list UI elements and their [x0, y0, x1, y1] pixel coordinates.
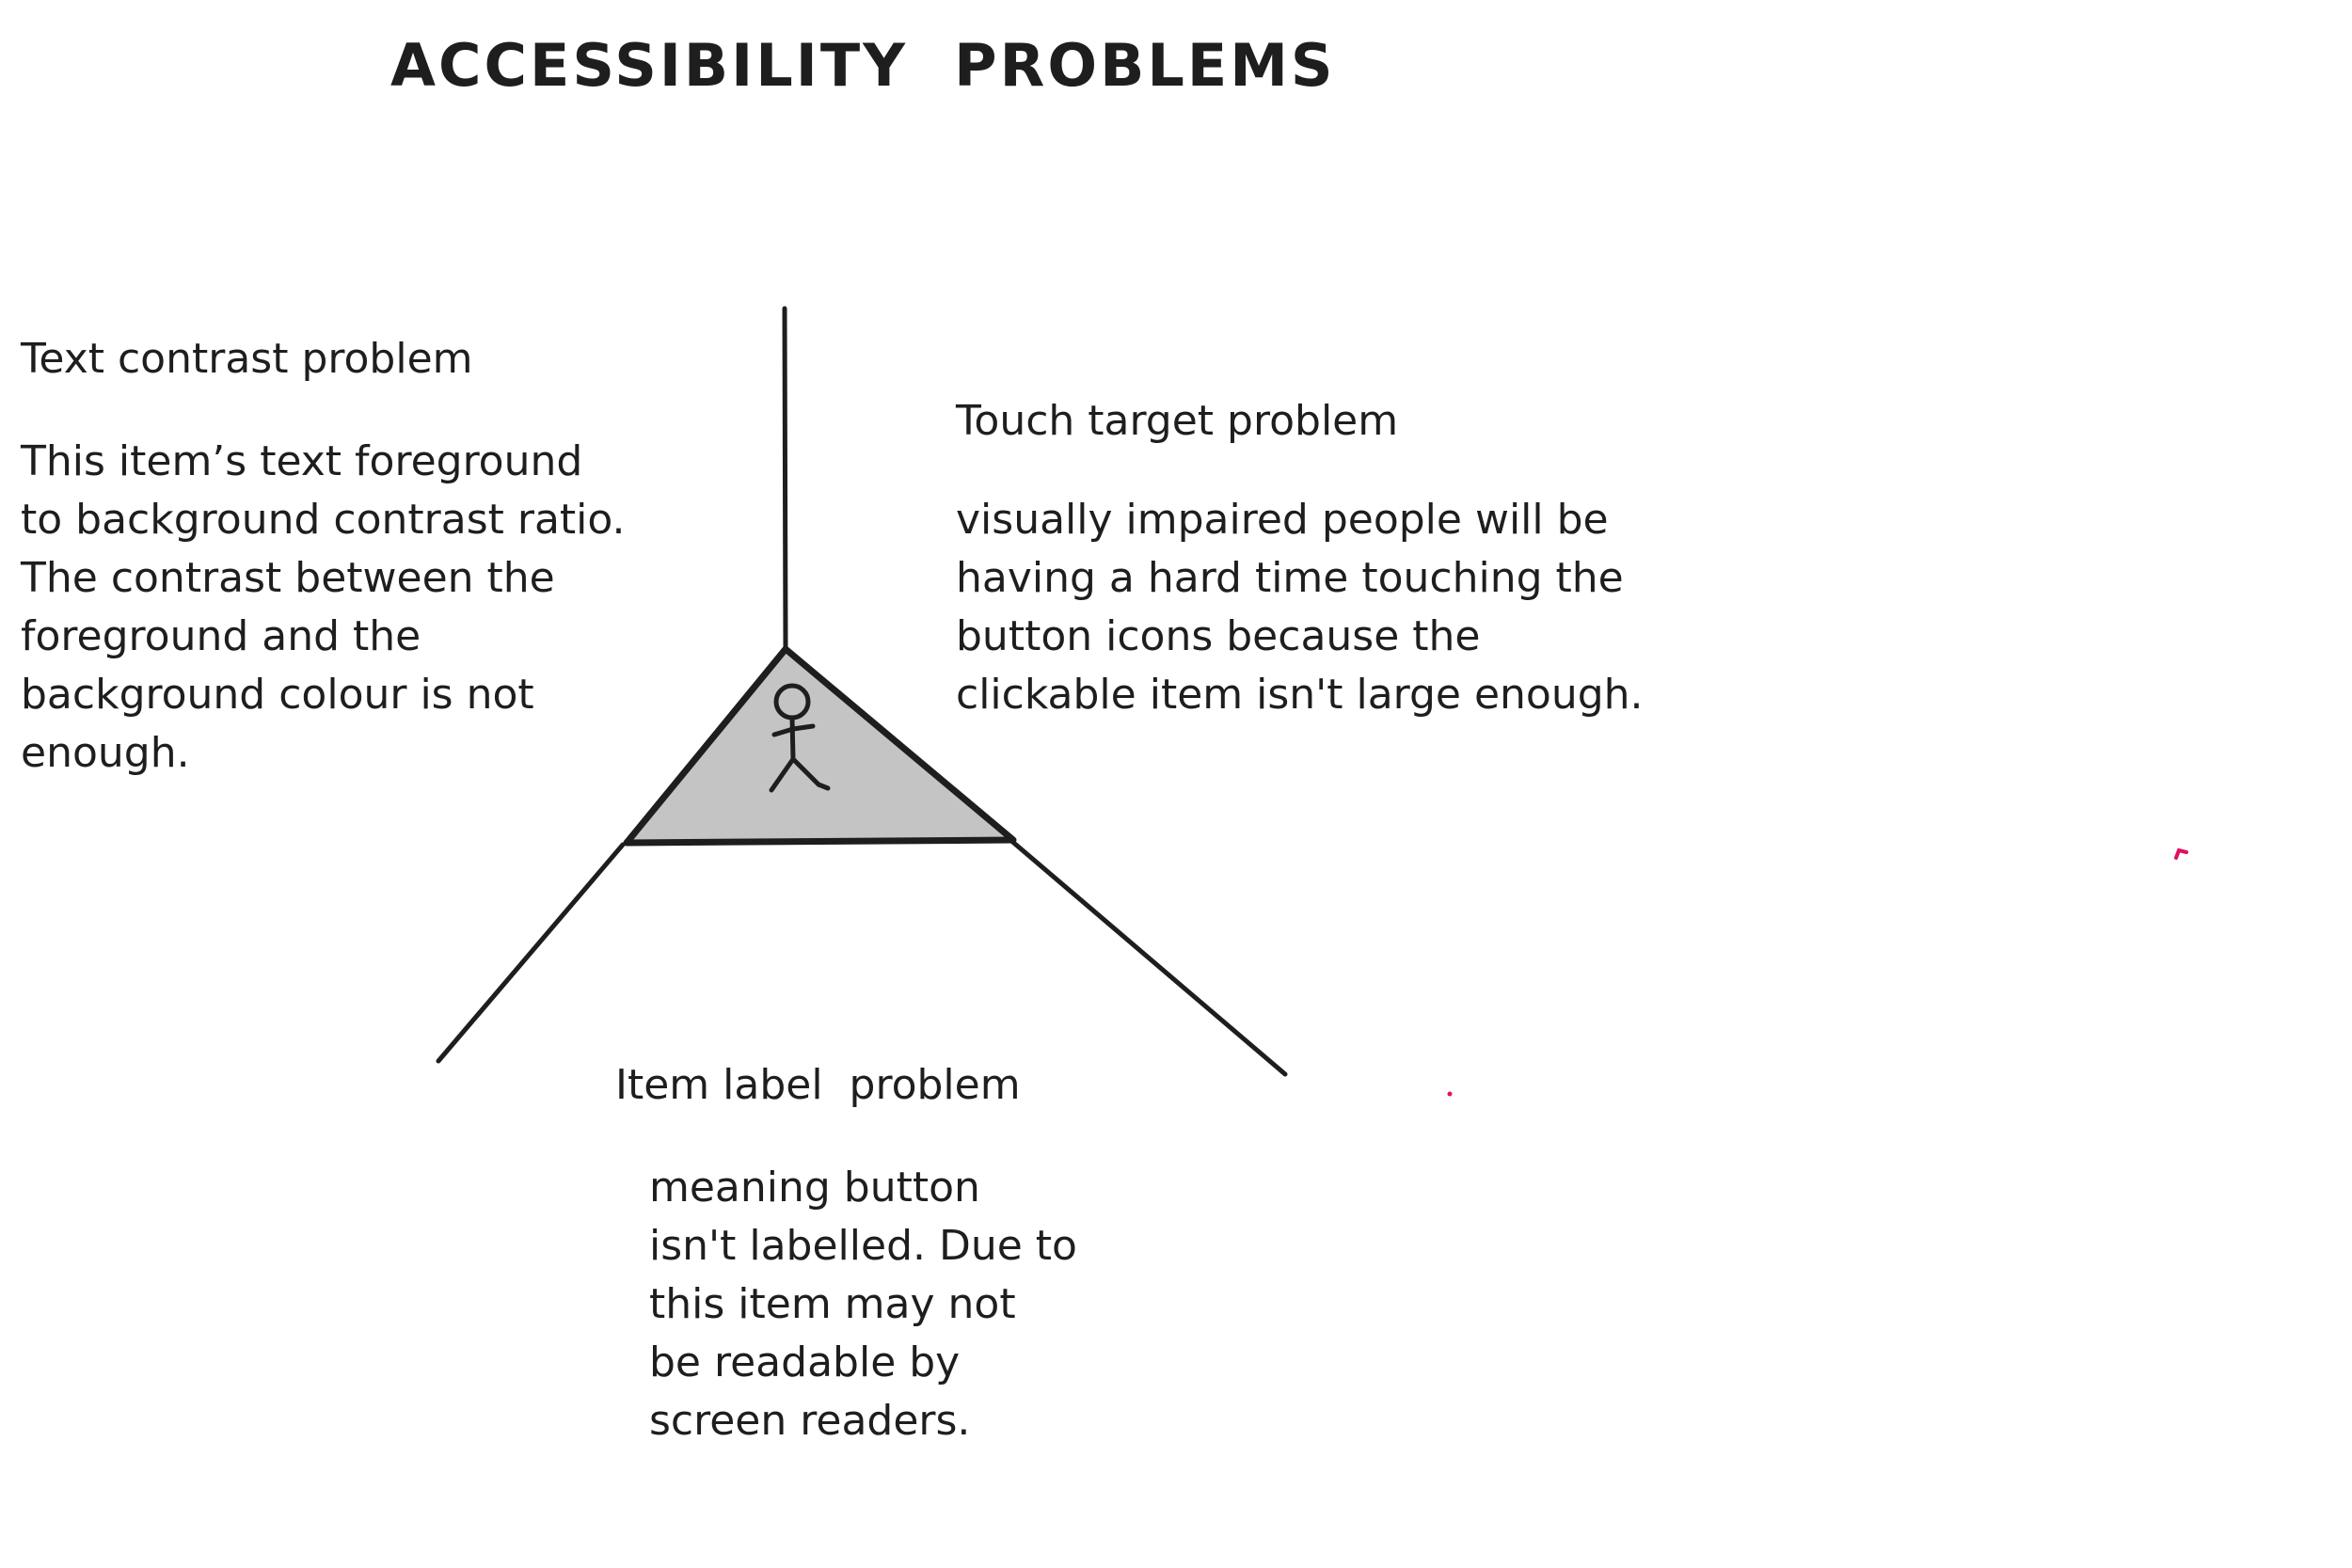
item-label-heading: Item label problem — [615, 1061, 1021, 1109]
touch-target-description: visually impaired people will be having … — [956, 496, 1644, 719]
diagram-title: ACCESSIBILITY PROBLEMS — [390, 31, 1336, 100]
touch-target-heading: Touch target problem — [956, 397, 1399, 445]
text-contrast-heading: Text contrast problem — [21, 335, 473, 383]
stray-dot — [1447, 1091, 1453, 1097]
stray-mark — [2174, 847, 2188, 860]
center-triangle — [623, 645, 1017, 847]
connector-left — [436, 842, 626, 1064]
text-contrast-description: This item’s text foreground to backgroun… — [21, 437, 626, 777]
connector-right — [1008, 837, 1288, 1077]
stick-figure-icon — [769, 683, 831, 793]
item-label-description: meaning button isn't labelled. Due to th… — [649, 1164, 1077, 1445]
connector-top — [782, 306, 788, 652]
